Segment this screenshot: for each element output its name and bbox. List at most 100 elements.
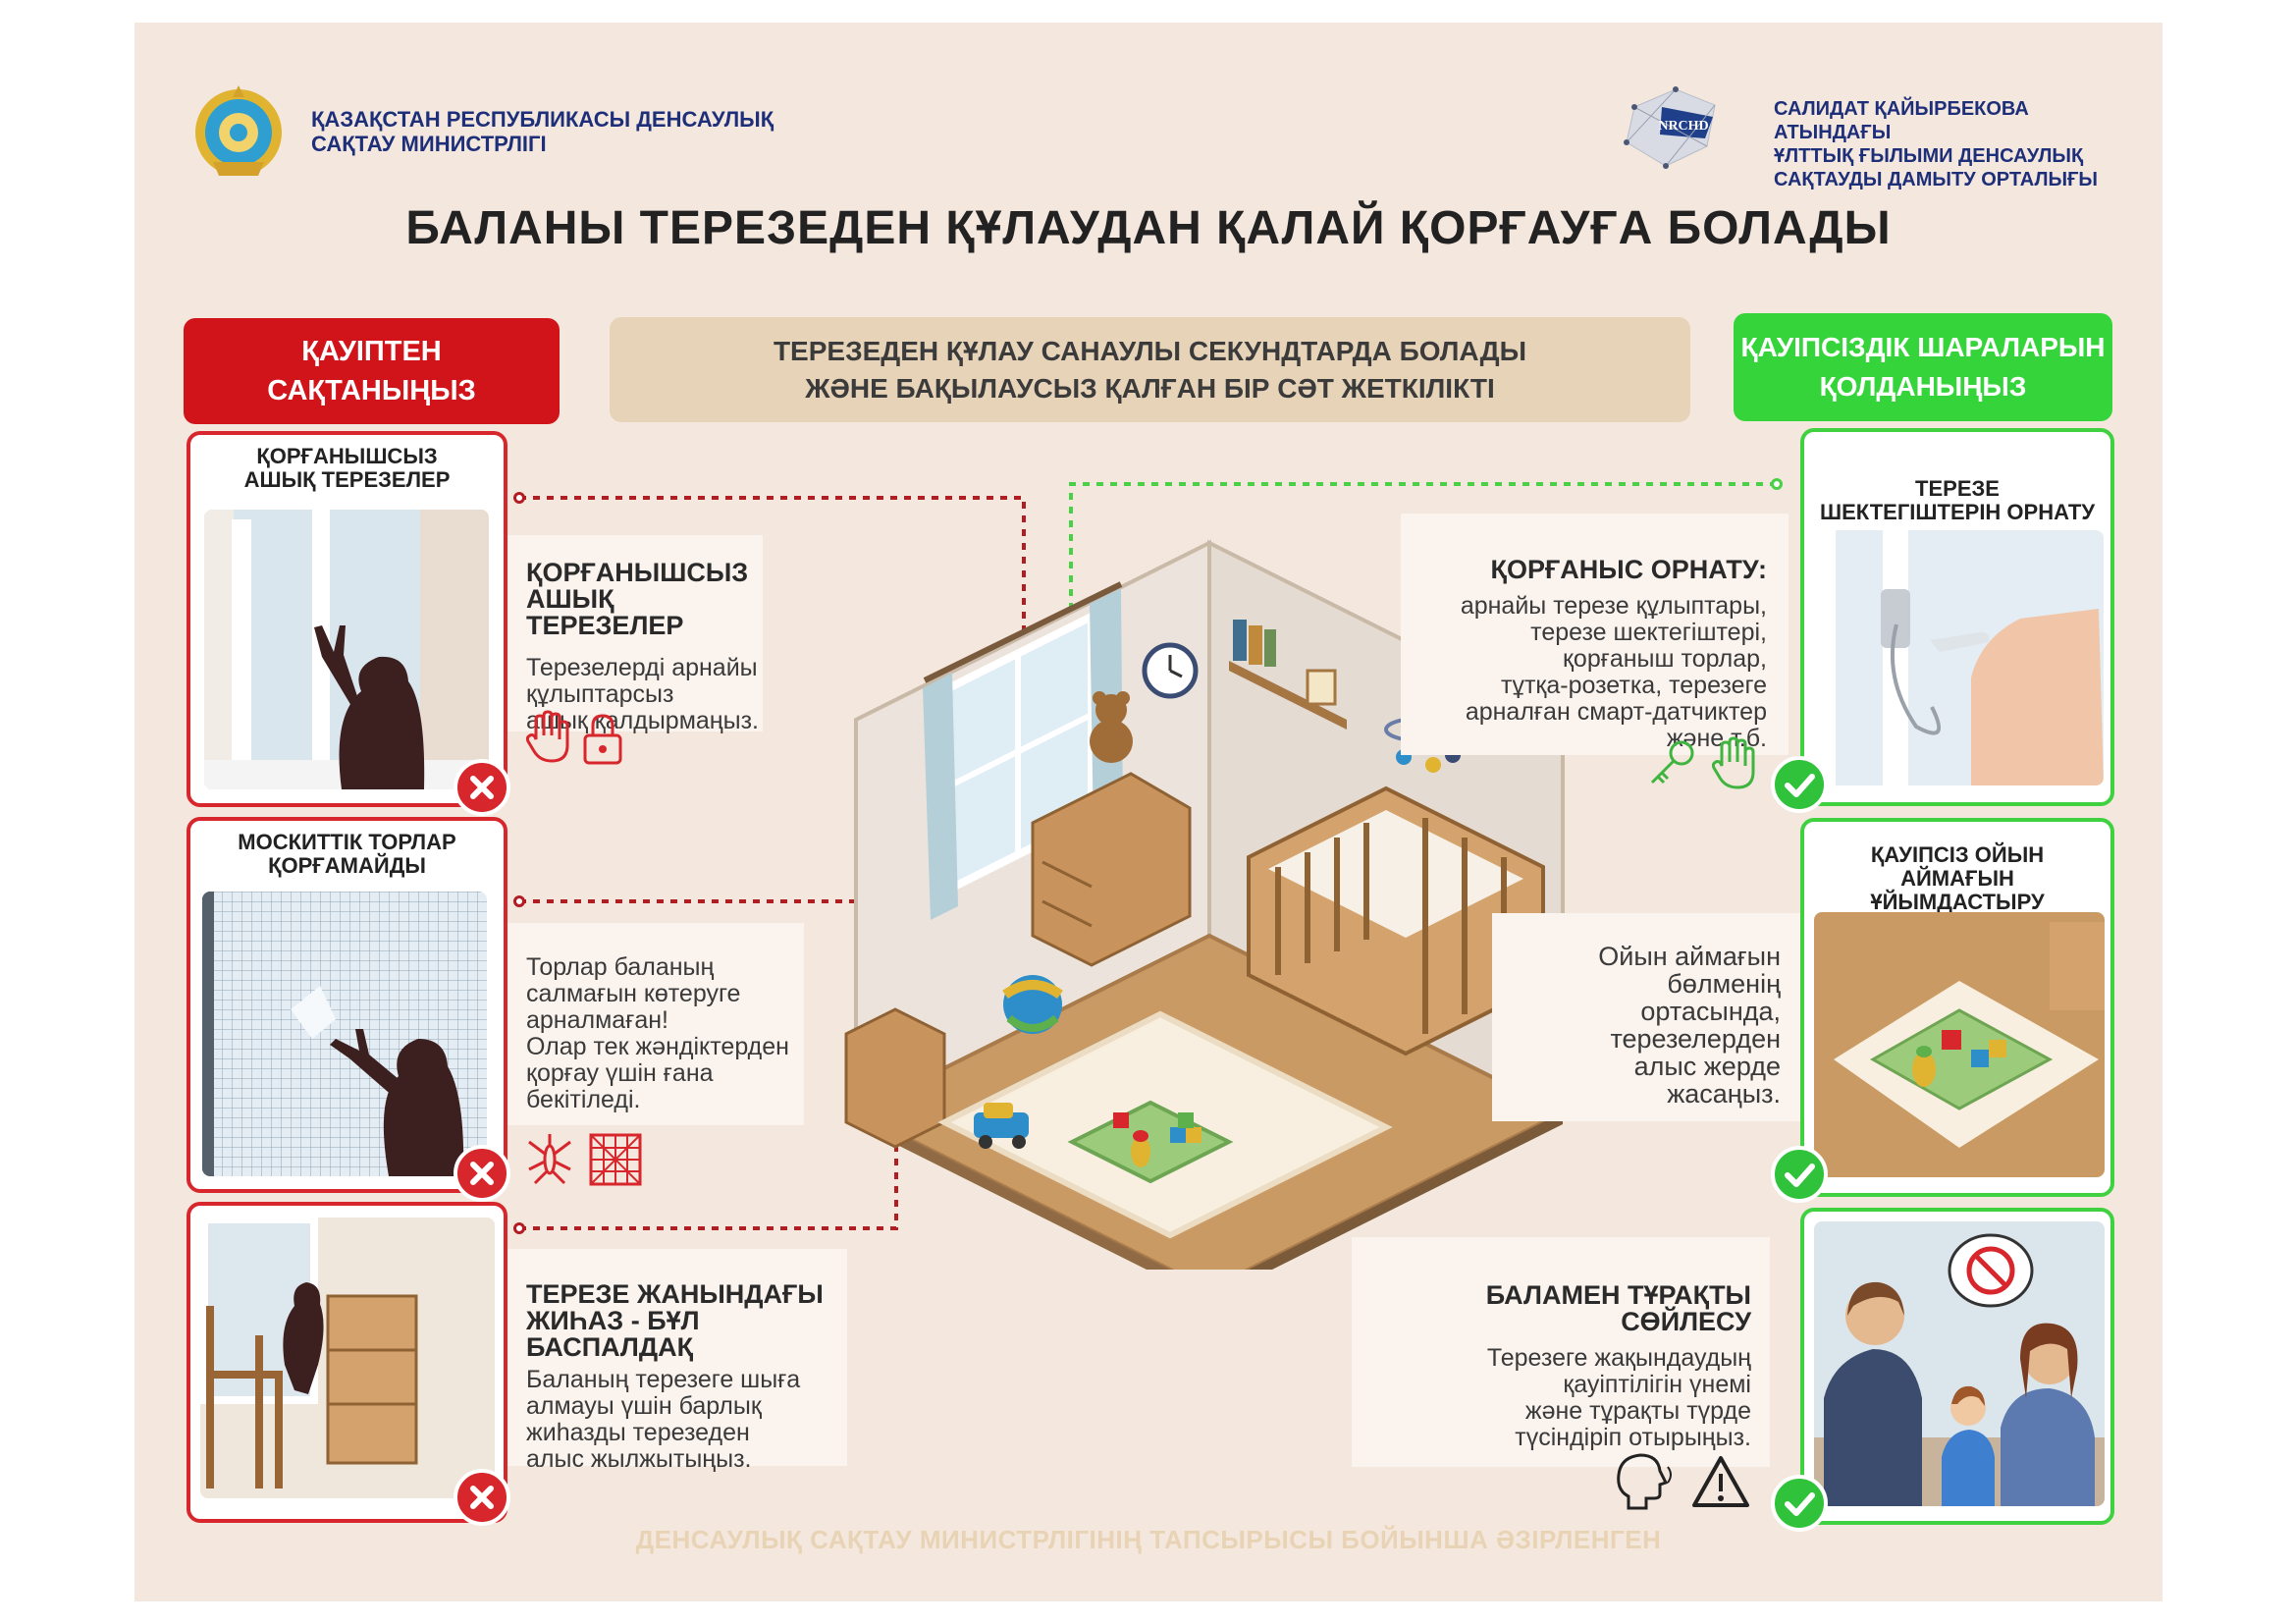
speaking-head-icon xyxy=(1615,1451,1676,1512)
nrchd-logo: NRCHD xyxy=(1617,78,1725,176)
tip-body-line: тұтқа-розетка, терезеге xyxy=(1501,672,1767,699)
tip-title-line2: ЖИҺАЗ - БҰЛ БАСПАЛДАҚ xyxy=(526,1306,700,1362)
safety-check-icon xyxy=(1771,1146,1828,1203)
tip-body-line: Олар тек жәндіктерден xyxy=(526,1033,789,1060)
tip-body-line: ортасында, xyxy=(1640,997,1781,1026)
play-zone-illustration xyxy=(1814,912,2105,1177)
safety-card-talk xyxy=(1771,1208,2114,1532)
danger-card-title-line1: МОСКИТТІК ТОРЛАР xyxy=(238,830,456,854)
nrchd-logo-text: NRCHD xyxy=(1658,119,1709,134)
safety-card-play-zone: ҚАУІПСІЗ ОЙЫН АЙМАҒЫН ҰЙЫМДАСТЫРУ xyxy=(1771,818,2114,1203)
danger-card-mosquito-nets: МОСКИТТІК ТОРЛАР ҚОРҒАМАЙДЫ xyxy=(187,817,510,1202)
tip-body-line: жасаңыз. xyxy=(1667,1079,1781,1109)
danger-x-icon xyxy=(454,1469,510,1526)
footer-note: ДЕНСАУЛЫҚ САҚТАУ МИНИСТРЛІГІНІҢ ТАПСЫРЫС… xyxy=(635,1525,1662,1554)
danger-card-open-windows: ҚОРҒАНЫШСЫЗ АШЫҚ ТЕРЕЗЕЛЕР xyxy=(187,431,510,816)
safety-card-title-line3: ҰЙЫМДАСТЫРУ xyxy=(1870,890,2045,914)
tip-title-line2: СӨЙЛЕСУ xyxy=(1621,1307,1751,1336)
tip-body-line: салмағын көтеруге xyxy=(526,980,741,1007)
danger-tip-mosquito-nets: Торлар баланың салмағын көтеруге арналма… xyxy=(507,923,804,1125)
banner-line1: ТЕРЕЗЕДЕН ҚҰЛАУ САНАУЛЫ СЕКУНДТАРДА БОЛА… xyxy=(773,335,1527,366)
ministry-name-line1: ҚАЗАҚСТАН РЕСПУБЛИКАСЫ ДЕНСАУЛЫҚ xyxy=(311,107,774,132)
tip-body-line: қауіптілігін үнемі xyxy=(1563,1371,1751,1398)
lock-icon xyxy=(581,712,624,765)
family-talk-illustration xyxy=(1814,1221,2105,1506)
tip-body-line: қорғау үшін ғана xyxy=(526,1059,714,1087)
safety-badge-line1: ҚАУІПСІЗДІК ШАРАЛАРЫН xyxy=(1740,332,2106,362)
mosquito-icon xyxy=(525,1130,574,1185)
tip-body-line: алыс жерде xyxy=(1633,1052,1781,1081)
tip-body-line: Торлар баланың xyxy=(526,953,715,981)
safety-badge: ҚАУІПСІЗДІК ШАРАЛАРЫН ҚОЛДАНЫҢЫЗ xyxy=(1734,313,2112,421)
danger-card-title-line2: АШЫҚ ТЕРЕЗЕЛЕР xyxy=(243,467,451,492)
tip-title-line1: ТЕРЕЗЕ ЖАНЫНДАҒЫ xyxy=(526,1279,824,1309)
tip-title-line2: АШЫҚ ТЕРЕЗЕЛЕР xyxy=(526,584,684,640)
tip-body-line: жиһазды терезеден xyxy=(526,1419,750,1446)
warning-triangle-icon xyxy=(1690,1454,1751,1509)
tip-body-line: Ойын аймағын xyxy=(1598,942,1781,971)
ministry-name-line2: САҚТАУ МИНИСТРЛІГІ xyxy=(311,132,547,156)
stop-hand-icon xyxy=(1711,736,1755,789)
danger-badge: ҚАУІПТЕН САҚТАНЫҢЫЗ xyxy=(184,318,560,424)
furniture-climb-illustration xyxy=(200,1218,495,1498)
stop-hand-icon xyxy=(525,710,569,763)
window-limiter-illustration xyxy=(1814,530,2104,785)
danger-tip-open-windows: ҚОРҒАНЫШСЫЗ АШЫҚ ТЕРЕЗЕЛЕР Терезелерді а… xyxy=(507,535,763,734)
tip-title-line1: ҚОРҒАНЫС ОРНАТУ: xyxy=(1490,555,1768,584)
safety-tip-protection: ҚОРҒАНЫС ОРНАТУ: арнайы терезе құлыптары… xyxy=(1401,514,1789,755)
connector-dot xyxy=(513,492,525,504)
tip-title-line1: БАЛАМЕН ТҰРАҚТЫ xyxy=(1485,1280,1751,1310)
safety-check-icon xyxy=(1771,756,1828,813)
tip-body-line: қорғаныш торлар, xyxy=(1562,645,1767,673)
tip-body-line: терезелерден xyxy=(1610,1024,1781,1054)
tip-body-line: алыс жылжытыңыз. xyxy=(526,1445,752,1473)
tip-body-line: терезе шектегіштері, xyxy=(1530,619,1767,646)
danger-x-icon xyxy=(454,759,510,816)
tip-body-line: Терезеге жақындаудың xyxy=(1486,1344,1751,1372)
danger-badge-line2: САҚТАНЫҢЫЗ xyxy=(267,375,476,406)
danger-card-title-line1: ҚОРҒАНЫШСЫЗ xyxy=(256,444,438,468)
center-name-line2: ҰЛТТЫҚ ҒЫЛЫМИ ДЕНСАУЛЫҚ xyxy=(1774,145,2084,167)
torn-net-icon xyxy=(588,1132,643,1187)
safety-card-title-line1: ТЕРЕЗЕ xyxy=(1915,476,2000,501)
tip-body-line: арналған смарт-датчиктер xyxy=(1465,698,1767,726)
danger-x-icon xyxy=(454,1145,510,1202)
tip-body-line: бекітіледі. xyxy=(526,1086,641,1113)
tip-body-line: түсіндіріп отырыңыз. xyxy=(1515,1424,1751,1451)
danger-tip-furniture: ТЕРЕЗЕ ЖАНЫНДАҒЫ ЖИҺАЗ - БҰЛ БАСПАЛДАҚ Б… xyxy=(507,1249,847,1473)
kazakhstan-emblem-logo xyxy=(193,81,284,184)
safety-card-title-line2: АЙМАҒЫН xyxy=(1900,866,2014,891)
banner-line2: ЖӘНЕ БАҚЫЛАУСЫЗ ҚАЛҒАН БІР СӘТ ЖЕТКІЛІКТ… xyxy=(805,372,1495,404)
poster: ҚАЗАҚСТАН РЕСПУБЛИКАСЫ ДЕНСАУЛЫҚ САҚТАУ … xyxy=(134,23,2163,1601)
safety-badge-line2: ҚОЛДАНЫҢЫЗ xyxy=(1819,371,2027,402)
mosquito-net-child-illustration xyxy=(202,892,487,1176)
safety-tip-talk: БАЛАМЕН ТҰРАҚТЫ СӨЙЛЕСУ Терезеге жақында… xyxy=(1352,1237,1770,1467)
center-name-line3: САҚТАУДЫ ДАМЫТУ ОРТАЛЫҒЫ xyxy=(1774,169,2098,190)
danger-badge-line1: ҚАУІПТЕН xyxy=(301,336,442,367)
warning-banner: ТЕРЕЗЕДЕН ҚҰЛАУ САНАУЛЫ СЕКУНДТАРДА БОЛА… xyxy=(610,317,1690,422)
danger-card-title-line2: ҚОРҒАМАЙДЫ xyxy=(268,853,426,878)
center-name-line1: САЛИДАТ ҚАЙЫРБЕКОВА АТЫНДАҒЫ xyxy=(1774,98,2029,143)
nursery-room-illustration xyxy=(844,539,1568,1270)
open-window-child-illustration xyxy=(204,510,489,789)
danger-card-furniture xyxy=(187,1202,510,1526)
safety-card-title-line1: ҚАУІПСІЗ ОЙЫН xyxy=(1870,842,2045,867)
page-title: БАЛАНЫ ТЕРЕЗЕДЕН ҚҰЛАУДАН ҚАЛАЙ ҚОРҒАУҒА… xyxy=(405,202,1892,254)
safety-card-window-limiters: ТЕРЕЗЕ ШЕКТЕГІШТЕРІН ОРНАТУ xyxy=(1771,428,2114,813)
key-icon xyxy=(1646,739,1697,788)
safety-card-title-line2: ШЕКТЕГІШТЕРІН ОРНАТУ xyxy=(1819,500,2096,524)
tip-body-line: арналмаған! xyxy=(526,1006,668,1034)
tip-body-line: Баланың терезеге шыға xyxy=(526,1366,801,1393)
connector-dot xyxy=(513,1222,525,1234)
tip-body-line: бөлменің xyxy=(1667,969,1781,999)
tip-body-line: алмауы үшін барлық xyxy=(526,1392,762,1420)
connector-dot xyxy=(1771,478,1783,490)
tip-title-line1: ҚОРҒАНЫШСЫЗ xyxy=(526,558,749,587)
tip-body-line: құлыптарсыз xyxy=(526,680,674,708)
connector-dot xyxy=(513,895,525,907)
safety-check-icon xyxy=(1771,1475,1828,1532)
tip-body-line: Терезелерді арнайы xyxy=(526,654,758,681)
safety-tip-play-zone: Ойын аймағын бөлменің ортасында, терезел… xyxy=(1492,913,1800,1121)
tip-body-line: арнайы терезе құлыптары, xyxy=(1460,592,1767,620)
tip-body-line: және тұрақты түрде xyxy=(1524,1397,1751,1425)
